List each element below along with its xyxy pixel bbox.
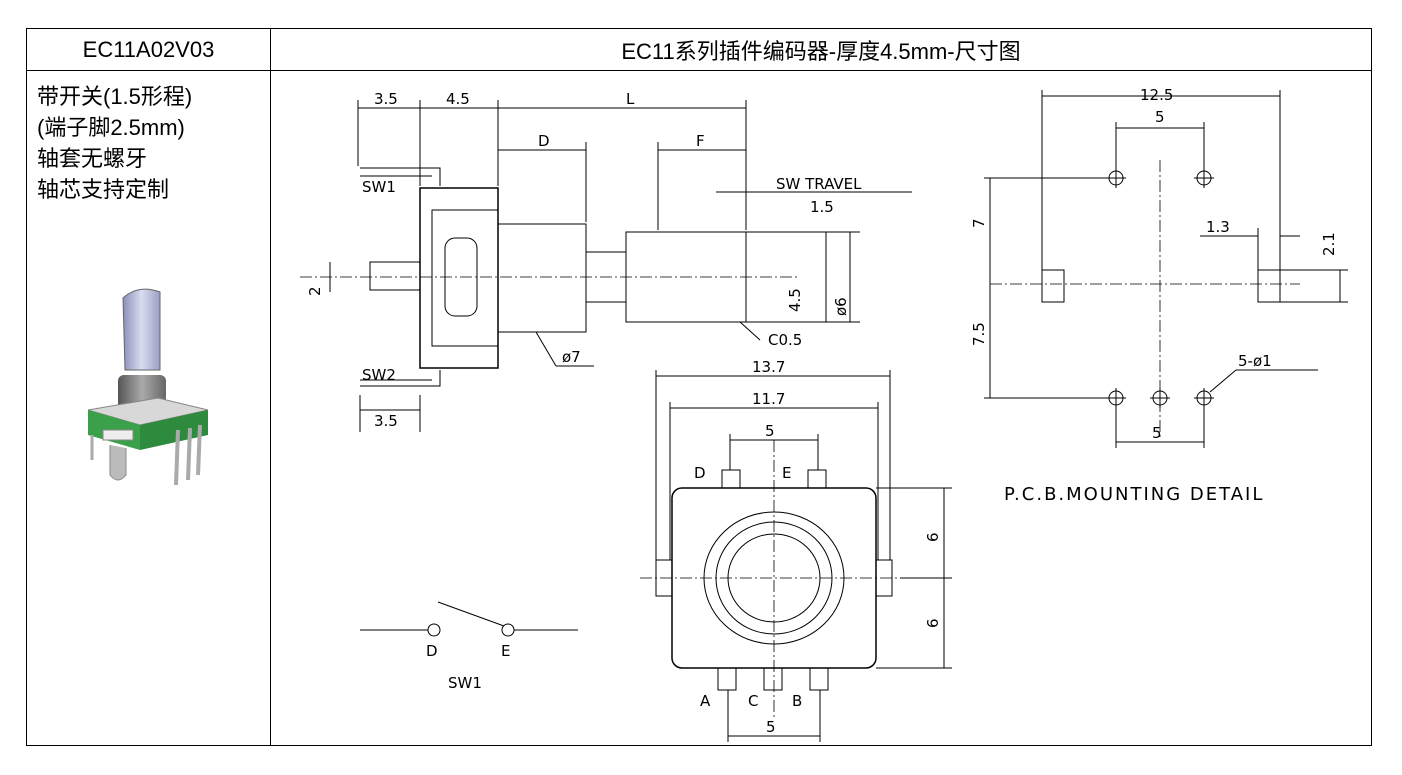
pcb-dim-7-5: 7.5 bbox=[970, 322, 988, 346]
pcb-dim-2-1: 2.1 bbox=[1320, 232, 1338, 256]
feature-switch: 带开关(1.5形程) bbox=[37, 84, 193, 109]
feature-list: 带开关(1.5形程) (端子脚2.5mm) 轴套无螺牙 轴芯支持定制 bbox=[37, 81, 192, 205]
feature-shaft: 轴芯支持定制 bbox=[37, 177, 170, 202]
switch-d-label: D bbox=[426, 642, 438, 660]
side-view bbox=[300, 100, 912, 432]
front-dim-5-bottom: 5 bbox=[766, 718, 776, 736]
title-cell: EC11系列插件编码器-厚度4.5mm-尺寸图 bbox=[621, 38, 1021, 64]
switch-sw1-label: SW1 bbox=[448, 674, 482, 692]
side-dim-3-5-bottom: 3.5 bbox=[374, 412, 398, 430]
pcb-dim-5-top: 5 bbox=[1155, 108, 1165, 126]
column-divider bbox=[270, 29, 271, 745]
pin-b-label: B bbox=[792, 692, 802, 710]
pcb-dim-7: 7 bbox=[970, 218, 988, 228]
model-cell: EC11A02V03 bbox=[82, 36, 215, 62]
pin-e-label: E bbox=[782, 464, 791, 482]
tol-6-label: ø6 bbox=[832, 297, 850, 316]
front-dim-6-upper: 6 bbox=[924, 532, 942, 542]
side-dim-D: D bbox=[538, 132, 550, 150]
side-dim-F: F bbox=[696, 132, 705, 150]
pcb-dim-1-3: 1.3 bbox=[1206, 218, 1230, 236]
pcb-caption: P.C.B.MOUNTING DETAIL bbox=[1004, 484, 1264, 505]
pin-a-label: A bbox=[700, 692, 711, 710]
product-photo bbox=[87, 288, 209, 486]
chamfer-label: C0.5 bbox=[768, 331, 802, 349]
pin-d-label: D bbox=[694, 464, 706, 482]
side-sw1-label: SW1 bbox=[362, 178, 396, 196]
dia-7-label: ø7 bbox=[562, 348, 581, 366]
switch-symbol bbox=[360, 601, 578, 637]
tol-4-5-label: 4.5 bbox=[786, 288, 804, 312]
front-dim-6-lower: 6 bbox=[924, 618, 942, 628]
pcb-mounting bbox=[984, 90, 1348, 448]
pcb-dim-12-5: 12.5 bbox=[1140, 86, 1173, 104]
sw-travel-value: 1.5 bbox=[810, 198, 834, 216]
tol-2-label: 2 bbox=[306, 286, 324, 296]
pin-c-label: C bbox=[748, 692, 758, 710]
front-dim-5-top: 5 bbox=[765, 422, 775, 440]
side-sw2-label: SW2 bbox=[362, 366, 396, 384]
sw-travel-label: SW TRAVEL bbox=[776, 175, 862, 193]
row-divider bbox=[27, 70, 1371, 71]
side-dim-L: L bbox=[626, 90, 635, 108]
pcb-holes-label: 5-ø1 bbox=[1238, 352, 1272, 370]
side-dim-4-5: 4.5 bbox=[446, 90, 470, 108]
spec-table: EC11A02V03 EC11系列插件编码器-厚度4.5mm-尺寸图 带开关(1… bbox=[26, 28, 1372, 746]
switch-e-label: E bbox=[501, 642, 510, 660]
side-dim-3-5-top: 3.5 bbox=[374, 90, 398, 108]
feature-terminal: (端子脚2.5mm) bbox=[37, 115, 185, 140]
front-dim-13-7: 13.7 bbox=[752, 358, 785, 376]
front-view bbox=[640, 370, 952, 742]
front-dim-11-7: 11.7 bbox=[752, 390, 785, 408]
feature-sleeve: 轴套无螺牙 bbox=[37, 146, 148, 171]
pcb-dim-5-bottom: 5 bbox=[1152, 424, 1162, 442]
